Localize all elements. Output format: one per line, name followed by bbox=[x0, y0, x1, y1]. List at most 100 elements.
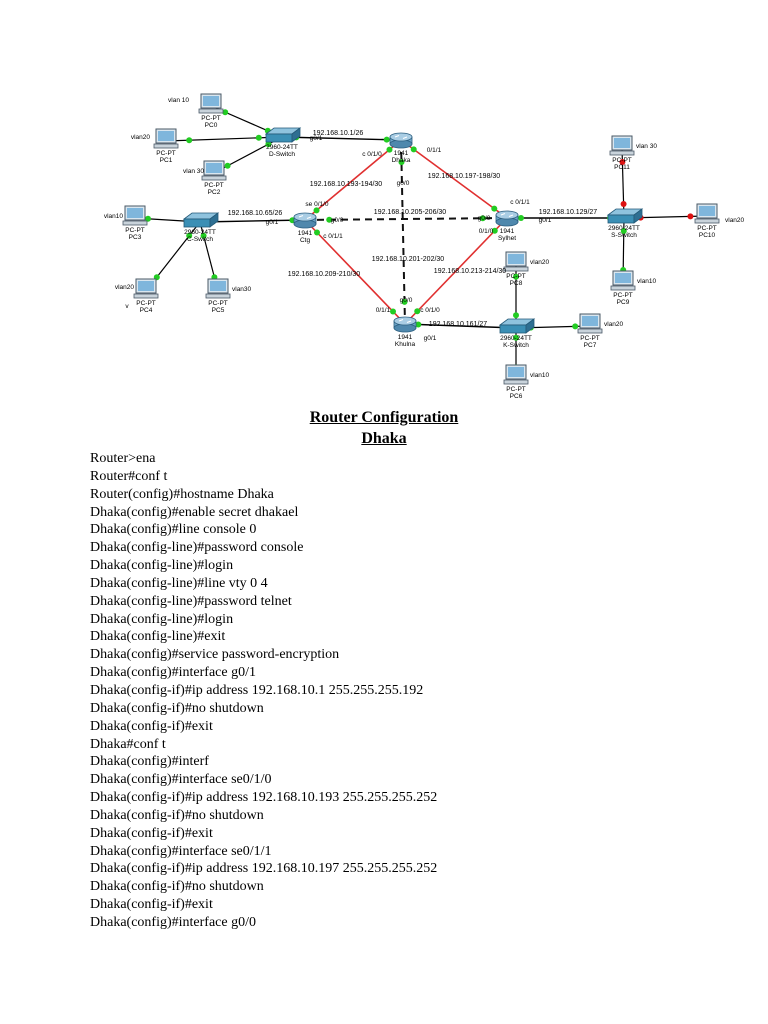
vlan-label: vlan 10 bbox=[168, 97, 189, 104]
config-line: Dhaka(config-if)#no shutdown bbox=[90, 700, 264, 716]
device-model-label: PC-PT bbox=[612, 157, 632, 164]
link-ctg-sylhet bbox=[304, 217, 508, 221]
pc-screen bbox=[203, 96, 219, 106]
pc-screen bbox=[508, 367, 524, 377]
device-name-label: Dhaka bbox=[392, 157, 411, 164]
router-arrows-icon bbox=[398, 319, 412, 323]
config-line: Dhaka(config)#interface se0/1/0 bbox=[90, 772, 272, 788]
config-line: Dhaka(config-if)#ip address 192.168.10.1… bbox=[90, 682, 424, 698]
config-line: Dhaka(config)#enable secret dhakael bbox=[90, 504, 299, 520]
link-address-label: 192.168.10.193-194/30 bbox=[310, 181, 383, 188]
link-status-dot bbox=[513, 273, 519, 280]
vlan-label: vlan30 bbox=[232, 286, 252, 293]
device-name-label: PC4 bbox=[140, 307, 153, 314]
device-name-label: C-Switch bbox=[187, 236, 213, 243]
config-line: Dhaka(config-if)#exit bbox=[90, 718, 213, 734]
link-address-label: 192.168.10.201-202/30 bbox=[372, 256, 445, 263]
link-address-label: 192.168.10.213-214/30 bbox=[434, 268, 507, 275]
device-model-label: 1941 bbox=[398, 334, 413, 341]
port-label: c 0/1/0 bbox=[420, 307, 440, 314]
port-label: 0/1/1 bbox=[427, 147, 442, 154]
pc-keyboard bbox=[503, 266, 529, 272]
link-status-dot bbox=[265, 141, 272, 148]
device-model-label: PC-PT bbox=[506, 386, 526, 393]
device-model-label: 1941 bbox=[298, 230, 313, 237]
port-label: g0/1 bbox=[266, 219, 279, 226]
port-label: c 0/1/0 bbox=[362, 151, 382, 158]
link-address-label: 192.168.10.205-206/30 bbox=[374, 209, 447, 216]
pc-keyboard bbox=[201, 175, 227, 181]
router-top bbox=[293, 212, 317, 222]
router-arrows-icon bbox=[394, 135, 408, 139]
port-label: g0/0 bbox=[478, 215, 491, 222]
pc-screen bbox=[508, 254, 524, 264]
port-label: g0/1 bbox=[424, 335, 437, 342]
pc-keyboard bbox=[205, 293, 231, 299]
device-model-label: PC-PT bbox=[613, 292, 633, 299]
switch-front bbox=[183, 218, 211, 228]
link-status-dot bbox=[619, 159, 626, 165]
pc-screen bbox=[615, 273, 631, 283]
link-status-dot bbox=[398, 159, 405, 166]
switch-front bbox=[607, 214, 635, 224]
link-status-dot bbox=[145, 215, 151, 222]
link-status-dot bbox=[222, 109, 229, 116]
link-status-dot bbox=[186, 137, 193, 144]
port-label: se 0/1/0 bbox=[305, 201, 329, 208]
device-name-label: Ctg bbox=[300, 237, 311, 244]
device-name-label: PC11 bbox=[614, 164, 630, 171]
vlan-label: vlan20 bbox=[115, 284, 135, 291]
config-line: Dhaka(config-line)#login bbox=[90, 611, 234, 627]
link-sylhet-khulna bbox=[404, 217, 508, 325]
pc-keyboard bbox=[577, 328, 603, 334]
pc-screen bbox=[206, 163, 222, 173]
config-line: Router#conf t bbox=[90, 468, 168, 484]
link-dhaka-khulna bbox=[400, 139, 406, 325]
switch-side bbox=[525, 318, 535, 334]
link-status-dot bbox=[620, 228, 627, 234]
device-name-label: Sylhet bbox=[498, 235, 516, 242]
config-line: Dhaka(config-line)#line vty 0 4 bbox=[90, 575, 268, 591]
config-line: Dhaka(config)#interface se0/1/1 bbox=[90, 843, 272, 859]
link-status-dot bbox=[326, 216, 333, 223]
device-name-label: PC2 bbox=[208, 189, 221, 196]
switch-front bbox=[265, 133, 293, 143]
pc-screen bbox=[127, 208, 143, 218]
config-line: Dhaka(config)#interf bbox=[90, 754, 209, 770]
device-name-label: PC5 bbox=[212, 307, 225, 314]
router-arrows-icon bbox=[298, 215, 312, 219]
device-name-label: PC9 bbox=[617, 299, 630, 306]
link-status-dot bbox=[687, 213, 694, 220]
pc-keyboard bbox=[133, 293, 159, 299]
vlan-label: vlan10 bbox=[637, 278, 657, 285]
device-name-label: PC0 bbox=[205, 122, 218, 129]
pc-screen bbox=[582, 316, 598, 326]
link-address-label: 192.168.10.1/26 bbox=[313, 130, 364, 137]
device-model-label: PC-PT bbox=[697, 225, 717, 232]
port-label: g0/0 bbox=[397, 180, 410, 187]
